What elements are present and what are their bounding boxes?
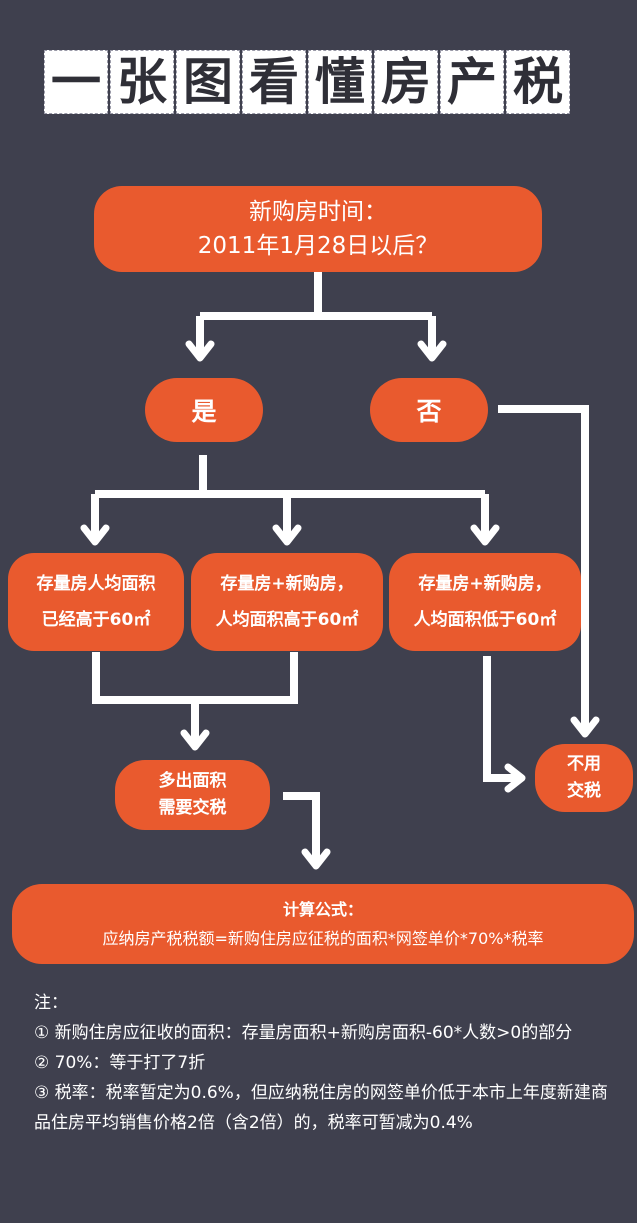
notes-section: 注： ① 新购住房应征收的面积：存量房面积+新购房面积-60*人数>0的部分 ②… (34, 988, 609, 1138)
question-node: 新购房时间： 2011年1月28日以后？ (94, 186, 542, 272)
exempt-node: 不用 交税 (535, 744, 633, 812)
title-char: 图 (176, 50, 240, 114)
case2-line-1: 存量房+新购房， (220, 574, 354, 594)
title-char: 产 (440, 50, 504, 114)
question-line-1: 新购房时间： (249, 199, 387, 225)
case2-line-2: 人均面积高于60㎡ (215, 610, 359, 630)
arrow-taxed-to-formula (283, 792, 331, 870)
title-char: 看 (242, 50, 306, 114)
taxed-line-2: 需要交税 (158, 798, 227, 818)
note-item: ① 新购住房应征收的面积：存量房面积+新购房面积-60*人数>0的部分 (34, 1023, 573, 1043)
case-low-combined-node: 存量房+新购房， 人均面积低于60㎡ (389, 553, 581, 651)
no-node: 否 (370, 378, 488, 442)
question-line-2: 2011年1月28日以后？ (197, 233, 439, 259)
no-label: 否 (416, 397, 442, 426)
formula-text: 应纳房产税税额=新购住房应征税的面积*网签单价*70%*税率 (102, 929, 544, 948)
title-char: 懂 (308, 50, 372, 114)
case-high-combined-node: 存量房+新购房， 人均面积高于60㎡ (191, 553, 383, 651)
title-char: 一 (44, 50, 108, 114)
note-item: ② 70%：等于打了7折 (34, 1053, 206, 1073)
notes-heading: 注： (34, 993, 68, 1013)
exempt-line-1: 不用 (567, 754, 601, 774)
taxed-line-1: 多出面积 (158, 771, 227, 791)
exempt-line-2: 交税 (567, 781, 601, 801)
page-title: 一 张 图 看 懂 房 产 税 (44, 50, 570, 114)
arrow-cases-to-taxed (92, 652, 298, 745)
yes-node: 是 (145, 378, 263, 442)
yes-label: 是 (191, 397, 217, 426)
case-high-existing-node: 存量房人均面积 已经高于60㎡ (8, 553, 184, 651)
case1-line-2: 已经高于60㎡ (41, 610, 151, 630)
note-item: ③ 税率：税率暂定为0.6%，但应纳税住房的网签单价低于本市上年度新建商品住房平… (34, 1083, 608, 1133)
arrow-no-to-exempt (498, 405, 600, 738)
formula-title: 计算公式： (282, 900, 363, 919)
title-char: 税 (506, 50, 570, 114)
case3-line-2: 人均面积低于60㎡ (413, 610, 557, 630)
formula-node: 计算公式： 应纳房产税税额=新购住房应征税的面积*网签单价*70%*税率 (12, 884, 634, 964)
arrow-question-to-branches (200, 272, 432, 320)
title-char: 张 (110, 50, 174, 114)
taxed-node: 多出面积 需要交税 (115, 760, 270, 830)
case3-line-1: 存量房+新购房， (418, 574, 552, 594)
case1-line-1: 存量房人均面积 (36, 574, 156, 594)
arrow-yes-to-cases (95, 455, 485, 498)
title-char: 房 (374, 50, 438, 114)
arrow-case3-to-exempt (483, 656, 526, 793)
